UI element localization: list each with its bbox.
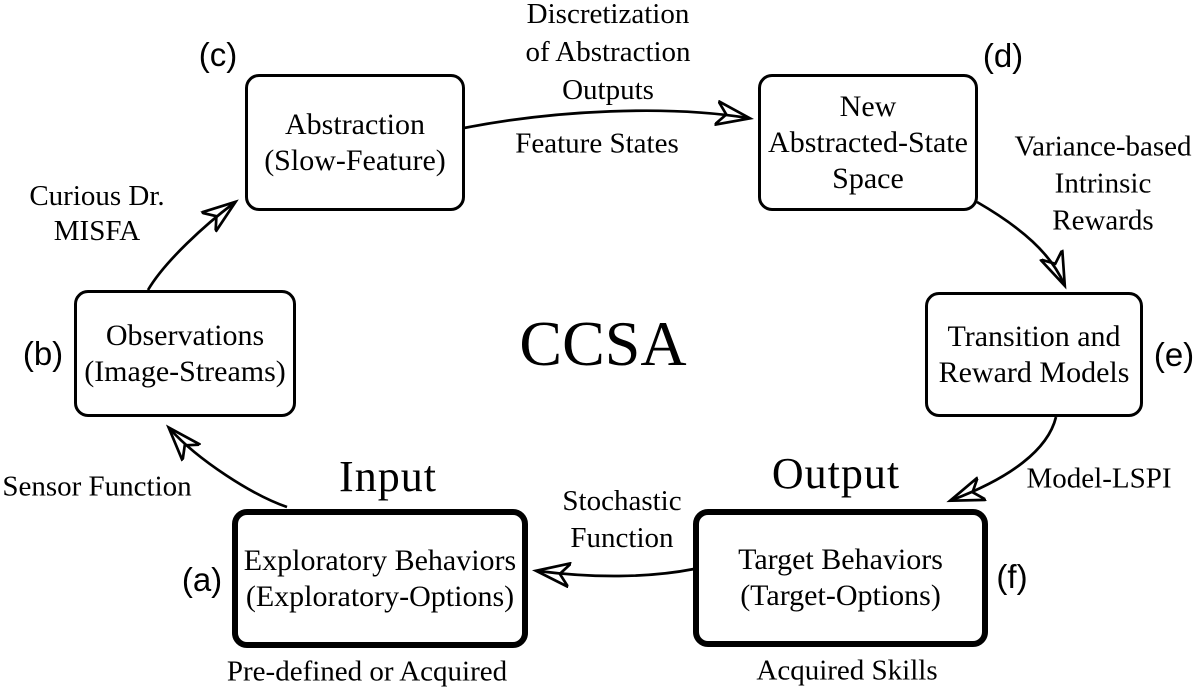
- node-label-line: Space: [832, 161, 904, 195]
- edge-label-curious-dr-misfa: Curious Dr. MISFA: [29, 180, 165, 247]
- arrow-c-to-d: [463, 111, 748, 130]
- tag-a: (a): [181, 561, 223, 598]
- arrow-f-to-a: [538, 569, 695, 576]
- caption-predefined-or-acquired: Pre-defined or Acquired: [226, 655, 508, 688]
- node-abstraction: Abstraction (Slow-Feature): [245, 74, 465, 211]
- node-label-line: (Slow-Feature): [264, 143, 446, 177]
- node-label-line: Exploratory Behaviors: [243, 543, 517, 577]
- caption-acquired-skills: Acquired Skills: [756, 654, 938, 687]
- tag-e: (e): [1153, 336, 1195, 373]
- node-new-abstracted-state-space: New Abstracted-State Space: [758, 74, 978, 211]
- edge-label-sensor-function: Sensor Function: [2, 470, 192, 503]
- node-label-line: Observations: [105, 318, 265, 352]
- node-exploratory-behaviors: Exploratory Behaviors (Exploratory-Optio…: [232, 509, 528, 648]
- node-label-line: (Exploratory-Options): [245, 579, 515, 613]
- node-transition-reward-models: Transition and Reward Models: [925, 292, 1143, 417]
- edge-label-discretization: Discretization of Abstraction Outputs: [525, 0, 691, 106]
- edge-label-stochastic-function: Stochastic Function: [562, 485, 682, 554]
- node-label-line: (Image-Streams): [84, 354, 286, 388]
- node-target-behaviors: Target Behaviors (Target-Options): [693, 509, 988, 647]
- input-heading: Input: [339, 452, 437, 501]
- tag-b: (b): [22, 335, 64, 372]
- output-heading: Output: [771, 449, 901, 498]
- node-label-line: Target Behaviors: [738, 543, 943, 576]
- arrow-e-to-f: [952, 416, 1058, 500]
- node-label-line: Reward Models: [938, 355, 1130, 389]
- edge-label-feature-states: Feature States: [515, 127, 679, 160]
- node-label-line: Abstracted-State: [768, 125, 968, 159]
- arrow-a-to-b: [170, 429, 288, 509]
- node-observations: Observations (Image-Streams): [74, 290, 296, 417]
- tag-c: (c): [198, 36, 238, 73]
- edge-label-model-lspi: Model-LSPI: [1026, 462, 1172, 495]
- diagram-title: CCSA: [519, 308, 687, 379]
- tag-f: (f): [996, 558, 1028, 595]
- tag-d: (d): [982, 37, 1024, 74]
- edge-label-variance-rewards: Variance-based Intrinsic Rewards: [1014, 130, 1192, 237]
- node-label-line: Transition and: [947, 319, 1121, 353]
- node-label-line: (Target-Options): [740, 579, 941, 612]
- arrow-d-to-e: [976, 200, 1064, 284]
- node-label-line: New: [839, 89, 897, 123]
- node-label-line: Abstraction: [285, 107, 425, 141]
- arrow-b-to-c: [146, 203, 234, 291]
